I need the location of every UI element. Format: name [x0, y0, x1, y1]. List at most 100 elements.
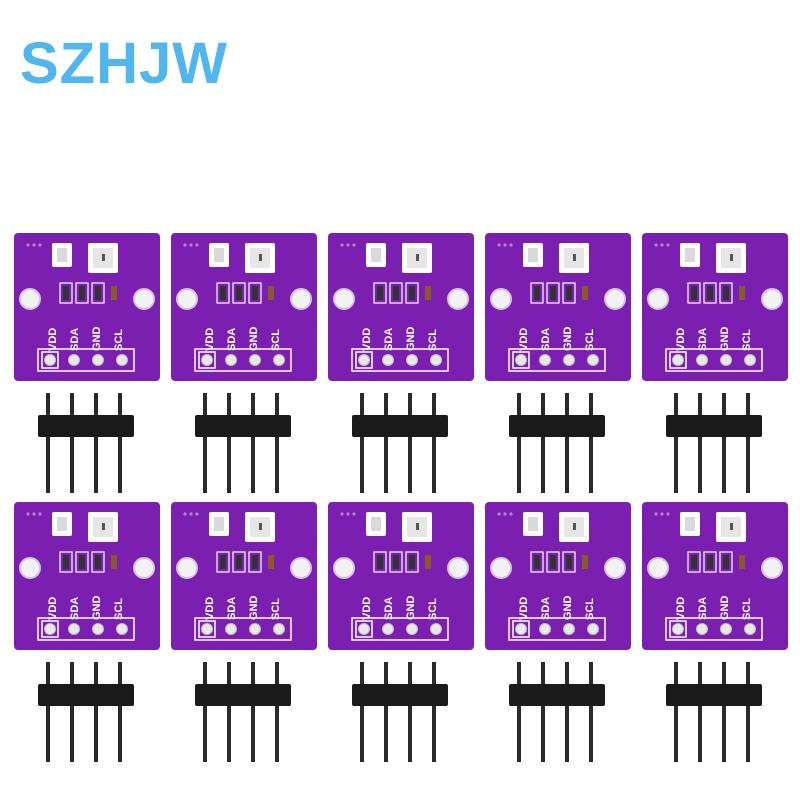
- via-dot: [497, 512, 501, 516]
- pin-label: GND: [91, 327, 103, 352]
- resistor: [707, 286, 713, 300]
- via-dot: [352, 512, 356, 516]
- pin-label: SCL: [113, 329, 125, 351]
- pin1-marker: [669, 351, 687, 369]
- header-pin: [408, 662, 412, 762]
- pin-pad: [430, 354, 442, 366]
- header-outline: [194, 348, 292, 372]
- pin1-marker: [198, 351, 216, 369]
- pin-label: GND: [405, 596, 417, 621]
- header-pin: [251, 393, 255, 493]
- via-dot: [32, 512, 36, 516]
- pcb-body: [485, 233, 631, 381]
- pin-label: SCL: [741, 329, 753, 351]
- mount-hole: [19, 288, 41, 310]
- sensor-chip: [528, 517, 538, 531]
- header-plastic: [38, 684, 134, 706]
- pin-pad: [587, 623, 599, 635]
- pcb-body: [642, 502, 788, 650]
- pin-label: GND: [248, 596, 260, 621]
- mount-hole: [647, 288, 669, 310]
- pin-header: [195, 662, 291, 762]
- pin-pad: [225, 354, 237, 366]
- resistor: [550, 555, 556, 569]
- mount-hole: [333, 288, 355, 310]
- pin1-marker: [41, 620, 59, 638]
- component-outline: [232, 282, 246, 304]
- header-outline: [351, 617, 449, 641]
- header-pin: [517, 393, 521, 493]
- sensor-port: [416, 523, 419, 530]
- pin-pad: [406, 354, 418, 366]
- resistor: [707, 555, 713, 569]
- header-plastic: [666, 684, 762, 706]
- resistor: [691, 555, 697, 569]
- via-dot: [189, 243, 193, 247]
- pin-pad: [406, 623, 418, 635]
- header-pin: [360, 393, 364, 493]
- via-dot: [509, 512, 513, 516]
- resistor: [236, 286, 242, 300]
- via-dot: [503, 512, 507, 516]
- pin1-marker: [355, 620, 373, 638]
- pin-label: VDD: [675, 328, 687, 351]
- pin-header: [509, 662, 605, 762]
- header-pin: [118, 662, 122, 762]
- header-pin: [384, 662, 388, 762]
- pin-pad: [92, 354, 104, 366]
- pin-label: SDA: [383, 328, 395, 351]
- pin-header: [666, 393, 762, 493]
- header-outline: [37, 348, 135, 372]
- pin-pad: [744, 623, 756, 635]
- header-pin: [203, 662, 207, 762]
- capacitor: [111, 286, 117, 300]
- via-dot: [654, 512, 658, 516]
- header-pin: [118, 393, 122, 493]
- pin-pad: [358, 623, 370, 635]
- mount-hole: [176, 288, 198, 310]
- mount-hole: [133, 557, 155, 579]
- header-pin: [746, 662, 750, 762]
- header-pin: [589, 662, 593, 762]
- component-outline: [216, 282, 230, 304]
- header-plastic: [38, 415, 134, 437]
- via-dot: [654, 243, 658, 247]
- component-outline: [75, 282, 89, 304]
- via-dot: [509, 243, 513, 247]
- pin-pad: [515, 623, 527, 635]
- resistor: [63, 286, 69, 300]
- header-pin: [722, 662, 726, 762]
- pin-pad: [430, 623, 442, 635]
- pin-pad: [273, 354, 285, 366]
- pin-pad: [382, 623, 394, 635]
- header-pin: [275, 662, 279, 762]
- pin-label: SCL: [427, 329, 439, 351]
- capacitor: [268, 555, 274, 569]
- pin-label: GND: [719, 327, 731, 352]
- pin-label: SDA: [540, 597, 552, 620]
- mount-hole: [290, 557, 312, 579]
- pin-pad: [720, 354, 732, 366]
- pin-pad: [44, 354, 56, 366]
- pin-pad: [563, 623, 575, 635]
- header-pin: [698, 393, 702, 493]
- component-outline: [248, 282, 262, 304]
- header-pin: [674, 662, 678, 762]
- pin-pad: [116, 354, 128, 366]
- pcb-body: [328, 502, 474, 650]
- pin-label: SCL: [270, 329, 282, 351]
- resistor: [409, 286, 415, 300]
- header-pin: [674, 393, 678, 493]
- pin-label: VDD: [518, 597, 530, 620]
- pin-pad: [201, 354, 213, 366]
- mount-hole: [604, 288, 626, 310]
- resistor: [723, 555, 729, 569]
- header-outline: [351, 348, 449, 372]
- header-pin: [227, 393, 231, 493]
- component-outline: [562, 551, 576, 573]
- resistor: [95, 555, 101, 569]
- resistor: [95, 286, 101, 300]
- header-outline: [665, 617, 763, 641]
